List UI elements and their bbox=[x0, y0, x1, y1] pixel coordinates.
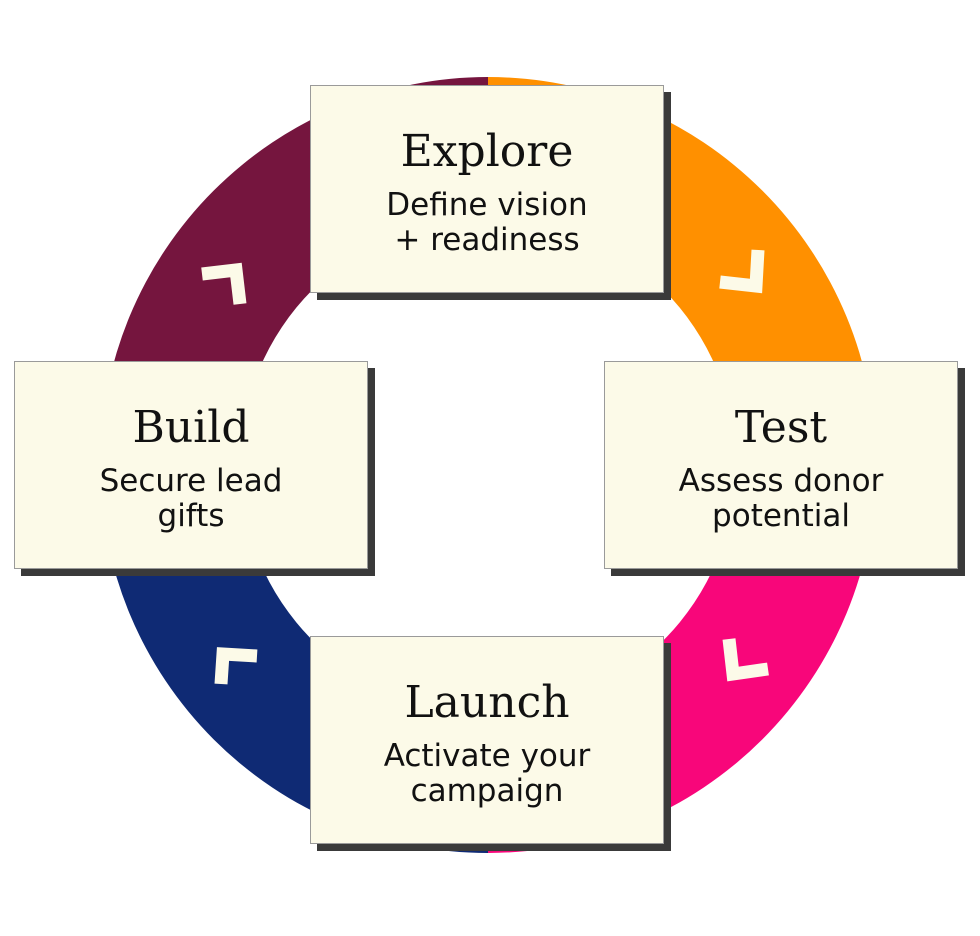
stage-subtitle: Assess donor potential bbox=[605, 464, 957, 534]
stage-subtitle-line: + readiness bbox=[394, 222, 580, 258]
stage-subtitle-line: Activate your bbox=[383, 738, 591, 774]
stage-card-launch: Launch Activate your campaign bbox=[310, 636, 664, 844]
stage-title: Test bbox=[734, 402, 828, 453]
stage-subtitle-line: Secure lead bbox=[99, 463, 283, 499]
stage-title: Launch bbox=[404, 677, 570, 728]
stage-subtitle: Activate your campaign bbox=[311, 739, 663, 809]
chevron-icon bbox=[722, 638, 769, 682]
stage-card-build: Build Secure lead gifts bbox=[14, 361, 368, 569]
stage-subtitle-line: Define vision bbox=[386, 187, 588, 223]
chevron-icon bbox=[214, 647, 258, 685]
stage-subtitle-line: gifts bbox=[157, 498, 225, 534]
stage-subtitle: Define vision + readiness bbox=[311, 188, 663, 258]
stage-subtitle-line: potential bbox=[712, 498, 850, 534]
chevron-icon bbox=[201, 262, 247, 305]
stage-title: Explore bbox=[400, 126, 574, 177]
stage-subtitle-line: campaign bbox=[410, 773, 564, 809]
stage-subtitle: Secure lead gifts bbox=[15, 464, 367, 534]
stage-title: Build bbox=[132, 402, 250, 453]
stage-card-test: Test Assess donor potential bbox=[604, 361, 958, 569]
stage-subtitle-line: Assess donor bbox=[678, 463, 884, 499]
chevron-icon bbox=[719, 249, 765, 294]
stage-card-explore: Explore Define vision + readiness bbox=[310, 85, 664, 293]
